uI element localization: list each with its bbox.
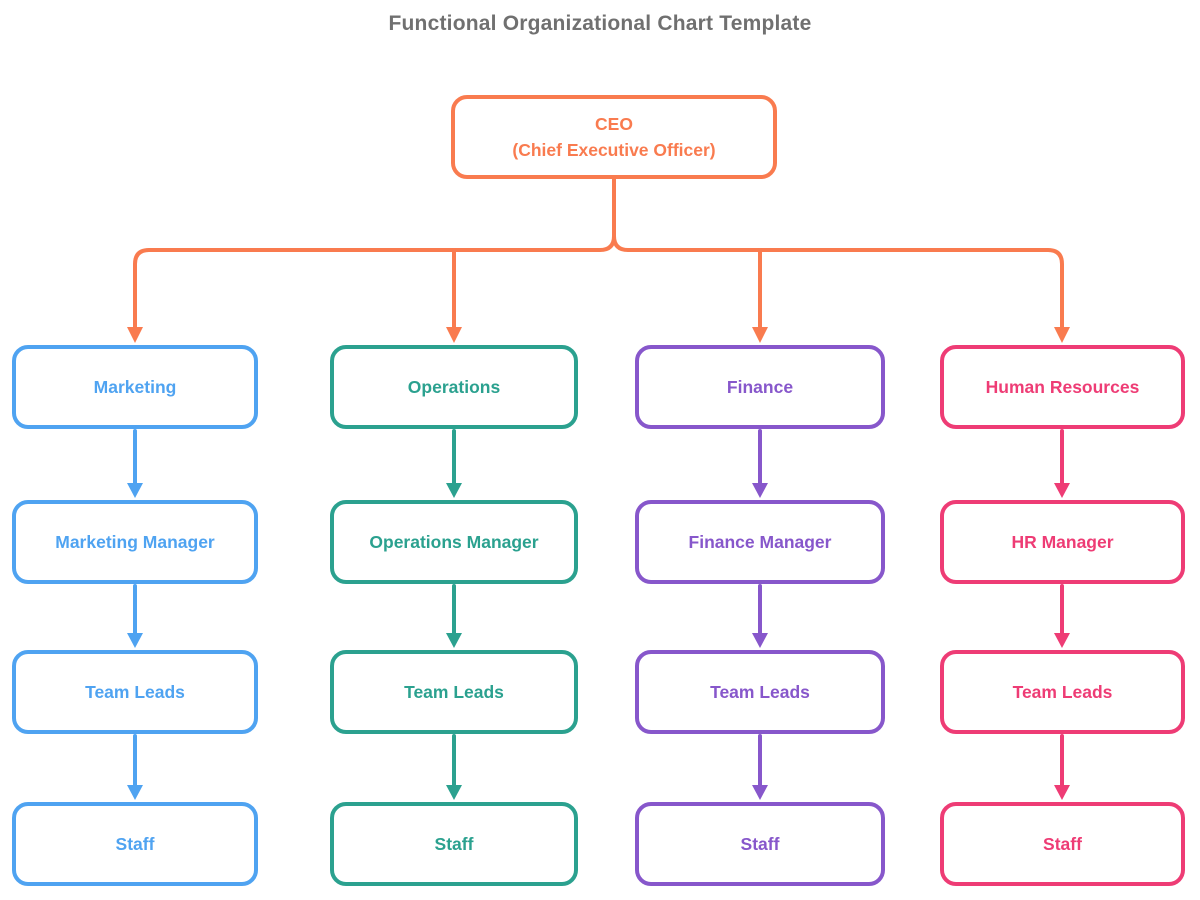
node-human-resources: Human Resources: [940, 345, 1185, 429]
arrowhead-to-operations: [446, 327, 462, 343]
node-operations: Operations: [330, 345, 578, 429]
hr-arrow1-head: [1054, 483, 1070, 498]
node-finance-staff: Staff: [635, 802, 885, 886]
finance-arrow3-head: [752, 785, 768, 800]
node-hr-manager: HR Manager: [940, 500, 1185, 584]
arrowhead-to-marketing: [127, 327, 143, 343]
node-ceo: CEO (Chief Executive Officer): [451, 95, 777, 179]
node-operations-team-leads: Team Leads: [330, 650, 578, 734]
node-marketing-team-leads: Team Leads: [12, 650, 258, 734]
hr-arrow3-head: [1054, 785, 1070, 800]
marketing-arrow2-head: [127, 633, 143, 648]
finance-arrow2-head: [752, 633, 768, 648]
arrowhead-to-finance: [752, 327, 768, 343]
node-hr-staff: Staff: [940, 802, 1185, 886]
ceo-branch-left-line: [133, 177, 616, 330]
chart-title: Functional Organizational Chart Template: [388, 12, 812, 35]
hr-arrow2-head: [1054, 633, 1070, 648]
arrowhead-to-hr: [1054, 327, 1070, 343]
node-operations-staff: Staff: [330, 802, 578, 886]
node-finance-manager: Finance Manager: [635, 500, 885, 584]
marketing-arrow3-head: [127, 785, 143, 800]
node-finance-team-leads: Team Leads: [635, 650, 885, 734]
node-ceo-subtitle: (Chief Executive Officer): [512, 140, 716, 160]
operations-arrow1-head: [446, 483, 462, 498]
node-operations-manager: Operations Manager: [330, 500, 578, 584]
operations-arrow3-head: [446, 785, 462, 800]
node-hr-team-leads: Team Leads: [940, 650, 1185, 734]
marketing-arrow1-head: [127, 483, 143, 498]
operations-arrow2-head: [446, 633, 462, 648]
node-marketing: Marketing: [12, 345, 258, 429]
node-ceo-title: CEO: [595, 114, 633, 134]
node-marketing-staff: Staff: [12, 802, 258, 886]
node-marketing-manager: Marketing Manager: [12, 500, 258, 584]
node-finance: Finance: [635, 345, 885, 429]
finance-arrow1-head: [752, 483, 768, 498]
ceo-branch-right-line: [612, 234, 1064, 330]
